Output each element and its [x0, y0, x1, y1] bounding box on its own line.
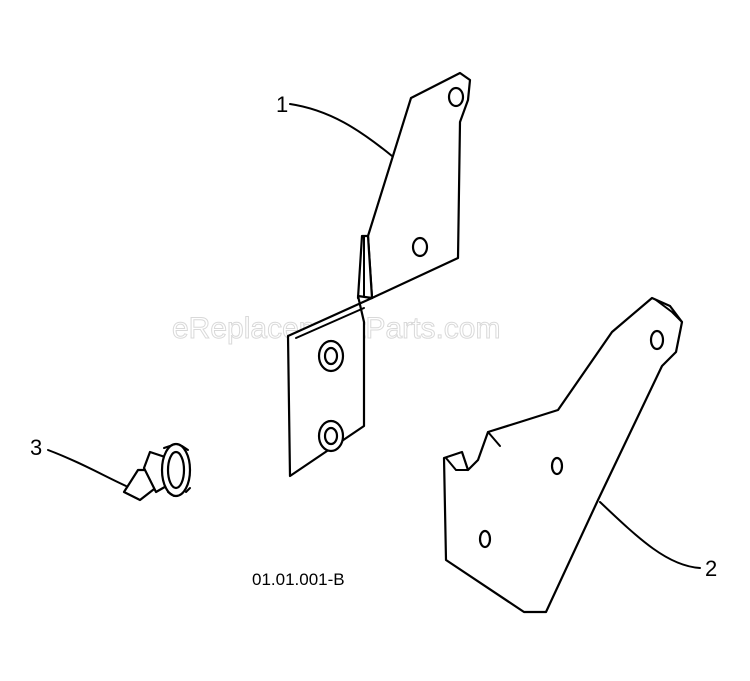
part-3-fastener[interactable]	[122, 442, 192, 502]
figure-code: 01.01.001-B	[252, 570, 345, 589]
leader-line-1	[289, 103, 393, 157]
callout-2: 2	[705, 556, 717, 581]
part-1-bracket[interactable]	[286, 71, 472, 478]
leader-line-2	[599, 501, 701, 569]
part-2-bracket[interactable]	[442, 296, 684, 614]
callout-3: 3	[30, 435, 42, 460]
callout-1: 1	[276, 92, 288, 117]
leader-line-3	[47, 449, 127, 487]
